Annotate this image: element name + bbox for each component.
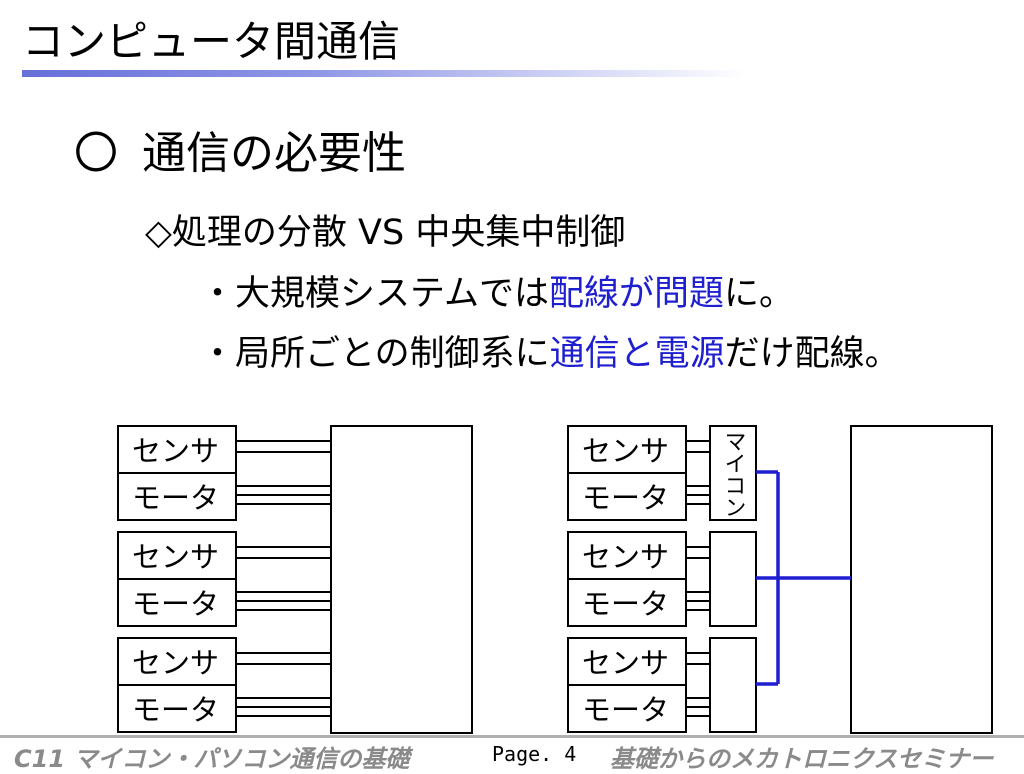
- motor-box: [117, 684, 237, 733]
- motor-label: モータ: [132, 693, 219, 727]
- heading-marker: 〇: [74, 128, 118, 179]
- footer-seminar-name: 基礎からのメカトロニクスセミナー: [610, 745, 994, 773]
- motor-label: モータ: [132, 587, 219, 621]
- bullet2-prefix: ・局所ごとの制御系に: [200, 334, 550, 374]
- sensor-label: センサ: [132, 540, 219, 574]
- motor-box: [567, 472, 687, 521]
- microcontroller-box: [709, 531, 757, 627]
- sensor-label: センサ: [132, 646, 219, 680]
- footer-divider: [0, 735, 1024, 738]
- motor-label: モータ: [582, 693, 669, 727]
- bullet2-highlight: 通信と電源: [549, 334, 725, 374]
- sensor-box: [567, 637, 687, 686]
- title-underline: [22, 70, 747, 77]
- microcontroller-label: マイコン: [721, 430, 746, 518]
- sensor-box: [117, 425, 237, 474]
- motor-box: [117, 578, 237, 627]
- bullet1-suffix: に。: [723, 274, 794, 314]
- microcontroller-box: [709, 425, 757, 521]
- subheading: ◇処理の分散 VS 中央集中制御: [145, 213, 626, 253]
- centralized-diagram: [117, 425, 473, 734]
- sensor-box: [567, 531, 687, 580]
- section-heading: 〇通信の必要性: [74, 124, 406, 184]
- bullet1-highlight: 配線が問題: [548, 274, 724, 314]
- motor-label: モータ: [582, 587, 669, 621]
- motor-label: モータ: [132, 481, 219, 515]
- sensor-box: [567, 425, 687, 474]
- footer-page-number: Page. 4: [492, 742, 577, 766]
- central-controller-left: [330, 425, 473, 734]
- local-wires: [686, 440, 710, 717]
- footer-course-title: C11 マイコン・パソコン通信の基礎: [14, 745, 410, 773]
- motor-label: モータ: [582, 481, 669, 515]
- bullet-wiring-problem: ・大規模システムでは配線が問題に。: [200, 268, 794, 320]
- bullet2-suffix: だけ配線。: [724, 334, 900, 374]
- central-controller-right: [850, 425, 993, 734]
- motor-box: [117, 472, 237, 521]
- footer: C11 マイコン・パソコン通信の基礎 Page. 4 基礎からのメカトロニクスセ…: [0, 735, 1024, 773]
- motor-box: [567, 578, 687, 627]
- sensor-label: センサ: [582, 540, 669, 574]
- sensor-box: [117, 531, 237, 580]
- heading-text: 通信の必要性: [142, 128, 406, 179]
- direct-wires: [236, 440, 331, 717]
- microcontroller-box: [709, 637, 757, 733]
- motor-box: [567, 684, 687, 733]
- communication-bus: [756, 470, 851, 686]
- sensor-label: センサ: [132, 434, 219, 468]
- sensor-box: [117, 637, 237, 686]
- bullet1-prefix: ・大規模システムでは: [200, 274, 549, 314]
- sensor-label: センサ: [582, 646, 669, 680]
- sensor-label: センサ: [582, 434, 669, 468]
- bullet-local-control: ・局所ごとの制御系に通信と電源だけ配線。: [200, 328, 900, 380]
- slide-title: コンピュータ間通信: [22, 17, 401, 66]
